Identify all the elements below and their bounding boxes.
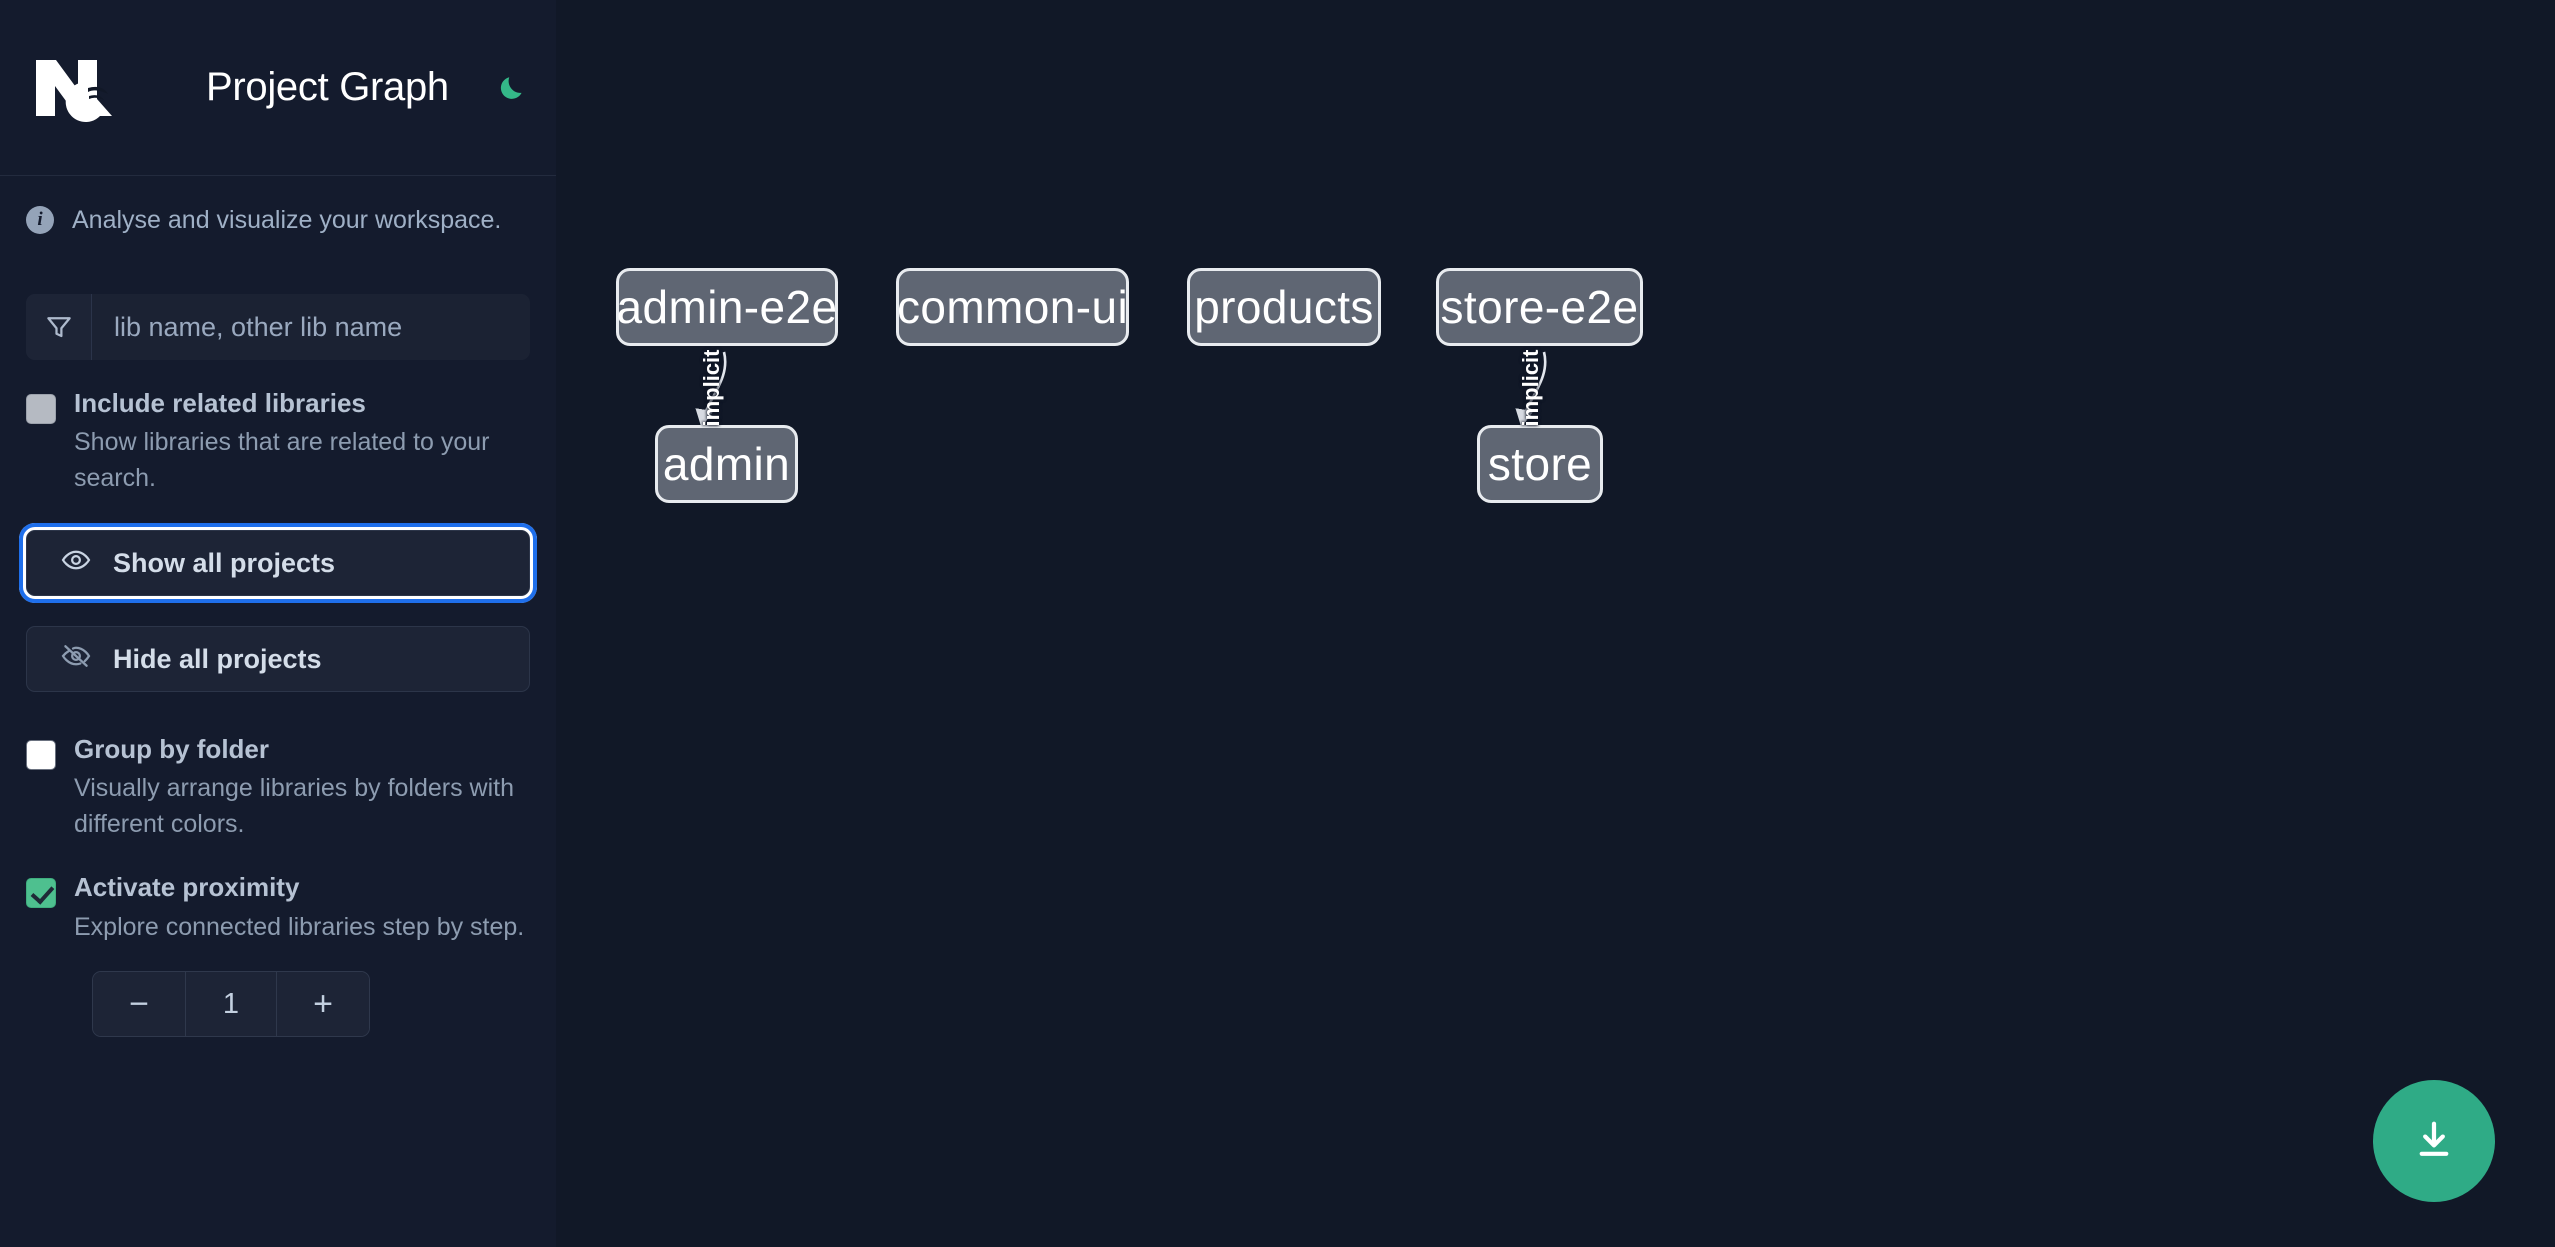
- proximity-increment-button[interactable]: +: [276, 972, 369, 1037]
- option-group-by-folder: Group by folder Visually arrange librari…: [0, 734, 556, 842]
- tagline-text: Analyse and visualize your workspace.: [72, 205, 502, 234]
- eye-icon: [61, 545, 91, 582]
- graph-node-store-e2e[interactable]: store-e2e: [1436, 268, 1643, 346]
- edge-label-implicit-admin: implicit: [699, 349, 724, 427]
- option-description: Visually arrange libraries by folders wi…: [74, 774, 515, 838]
- proximity-value: 1: [222, 987, 240, 1020]
- edge-admin-e2e-admin: [695, 351, 727, 428]
- edge-label-implicit-store: implicit: [1518, 349, 1543, 427]
- graph-node-store[interactable]: store: [1477, 425, 1603, 503]
- activate-proximity-checkbox[interactable]: [26, 878, 56, 909]
- hide-all-projects-button[interactable]: Hide all projects: [26, 626, 530, 693]
- page-title: Project Graph: [206, 65, 449, 109]
- search-input[interactable]: [92, 294, 530, 360]
- proximity-decrement-button[interactable]: −: [93, 972, 186, 1037]
- show-all-projects-label: Show all projects: [113, 547, 336, 578]
- eye-off-icon: [61, 641, 91, 678]
- proximity-stepper: − 1 +: [92, 971, 370, 1038]
- option-activate-proximity: Activate proximity Explore connected lib…: [0, 872, 556, 945]
- group-by-folder-checkbox[interactable]: [26, 740, 56, 771]
- graph-node-common-ui[interactable]: common-ui: [896, 268, 1129, 346]
- option-title: Include related libraries: [74, 388, 366, 418]
- graph-node-admin[interactable]: admin: [655, 425, 798, 503]
- nx-logo-icon: [26, 52, 126, 124]
- option-description: Show libraries that are related to your …: [74, 428, 490, 492]
- download-icon: [2411, 1117, 2457, 1166]
- search-bar: [26, 294, 530, 360]
- visibility-buttons: Show all projects Hide all projects: [0, 523, 556, 693]
- option-include-related-libraries: Include related libraries Show libraries…: [0, 388, 556, 496]
- hide-all-projects-label: Hide all projects: [113, 643, 322, 674]
- download-button[interactable]: [2373, 1080, 2495, 1202]
- graph-canvas[interactable]: admin-e2e common-ui products store-e2e a…: [556, 0, 2555, 1247]
- option-title: Activate proximity: [74, 872, 300, 903]
- sidebar: Project Graph i Analyse and visualize yo…: [0, 0, 556, 1247]
- tagline: i Analyse and visualize your workspace.: [0, 176, 556, 264]
- include-related-libraries-checkbox[interactable]: [26, 394, 56, 424]
- graph-edges: [695, 351, 1547, 428]
- option-title: Group by folder: [74, 734, 269, 765]
- option-description: Explore connected libraries step by step…: [74, 912, 525, 941]
- info-icon: i: [26, 206, 54, 234]
- moon-icon[interactable]: [491, 66, 535, 110]
- edge-store-e2e-store: [1515, 351, 1547, 428]
- graph-node-products[interactable]: products: [1187, 268, 1381, 346]
- filter-icon[interactable]: [26, 294, 92, 360]
- graph-node-admin-e2e[interactable]: admin-e2e: [616, 268, 838, 346]
- sidebar-header: Project Graph: [0, 0, 556, 176]
- show-all-projects-button[interactable]: Show all projects: [19, 523, 537, 604]
